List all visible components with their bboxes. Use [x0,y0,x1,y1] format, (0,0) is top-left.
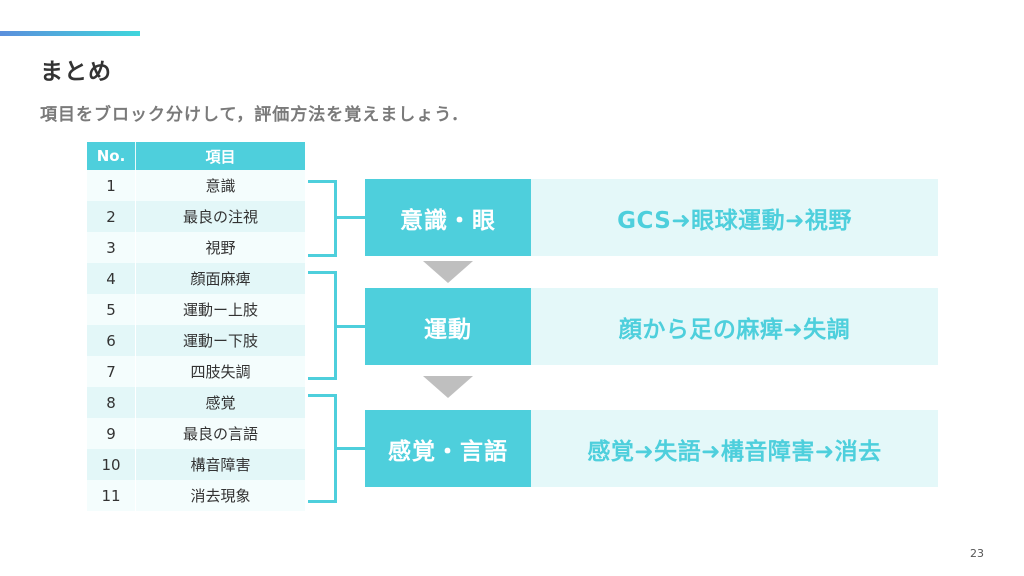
header-item: 項目 [135,142,305,170]
bracket-group-1 [308,180,337,257]
bracket-connector-2 [336,325,365,328]
row-item: 消去現象 [135,480,305,511]
block-label-3: 感覚・言語 [365,410,531,487]
row-no: 6 [87,325,136,356]
row-no: 3 [87,232,136,263]
bracket-connector-3 [336,447,365,450]
row-item: 顔面麻痺 [135,263,305,294]
row-item: 構音障害 [135,449,305,480]
row-no: 5 [87,294,136,325]
bracket-group-3 [308,394,337,503]
row-no: 7 [87,356,136,387]
row-no: 9 [87,418,136,449]
row-item: 最良の注視 [135,201,305,232]
block-description-1: GCS➜眼球運動➜視野 [531,179,938,256]
header-no: No. [87,142,136,170]
page-number: 23 [970,547,984,560]
row-item: 視野 [135,232,305,263]
row-item: 最良の言語 [135,418,305,449]
row-item: 運動ー下肢 [135,325,305,356]
row-no: 2 [87,201,136,232]
block-label-2: 運動 [365,288,531,365]
bracket-connector-1 [336,216,365,219]
slide-title: まとめ [40,59,112,85]
row-no: 8 [87,387,136,418]
row-item: 感覚 [135,387,305,418]
row-no: 4 [87,263,136,294]
row-item: 運動ー上肢 [135,294,305,325]
block-description-2: 顔から足の麻痺➜失調 [531,288,938,365]
row-no: 11 [87,480,136,511]
block-description-3: 感覚➜失語➜構音障害➜消去 [531,410,938,487]
slide-subtitle: 項目をブロック分けして，評価方法を覚えましょう． [40,105,469,125]
down-arrow-icon [423,376,473,398]
down-arrow-icon [423,261,473,283]
block-label-1: 意識・眼 [365,179,531,256]
row-item: 四肢失調 [135,356,305,387]
row-no: 10 [87,449,136,480]
row-item: 意識 [135,170,305,201]
table-header-row: No. 項目 [87,142,305,170]
row-no: 1 [87,170,136,201]
bracket-group-2 [308,271,337,380]
accent-bar [0,31,140,36]
